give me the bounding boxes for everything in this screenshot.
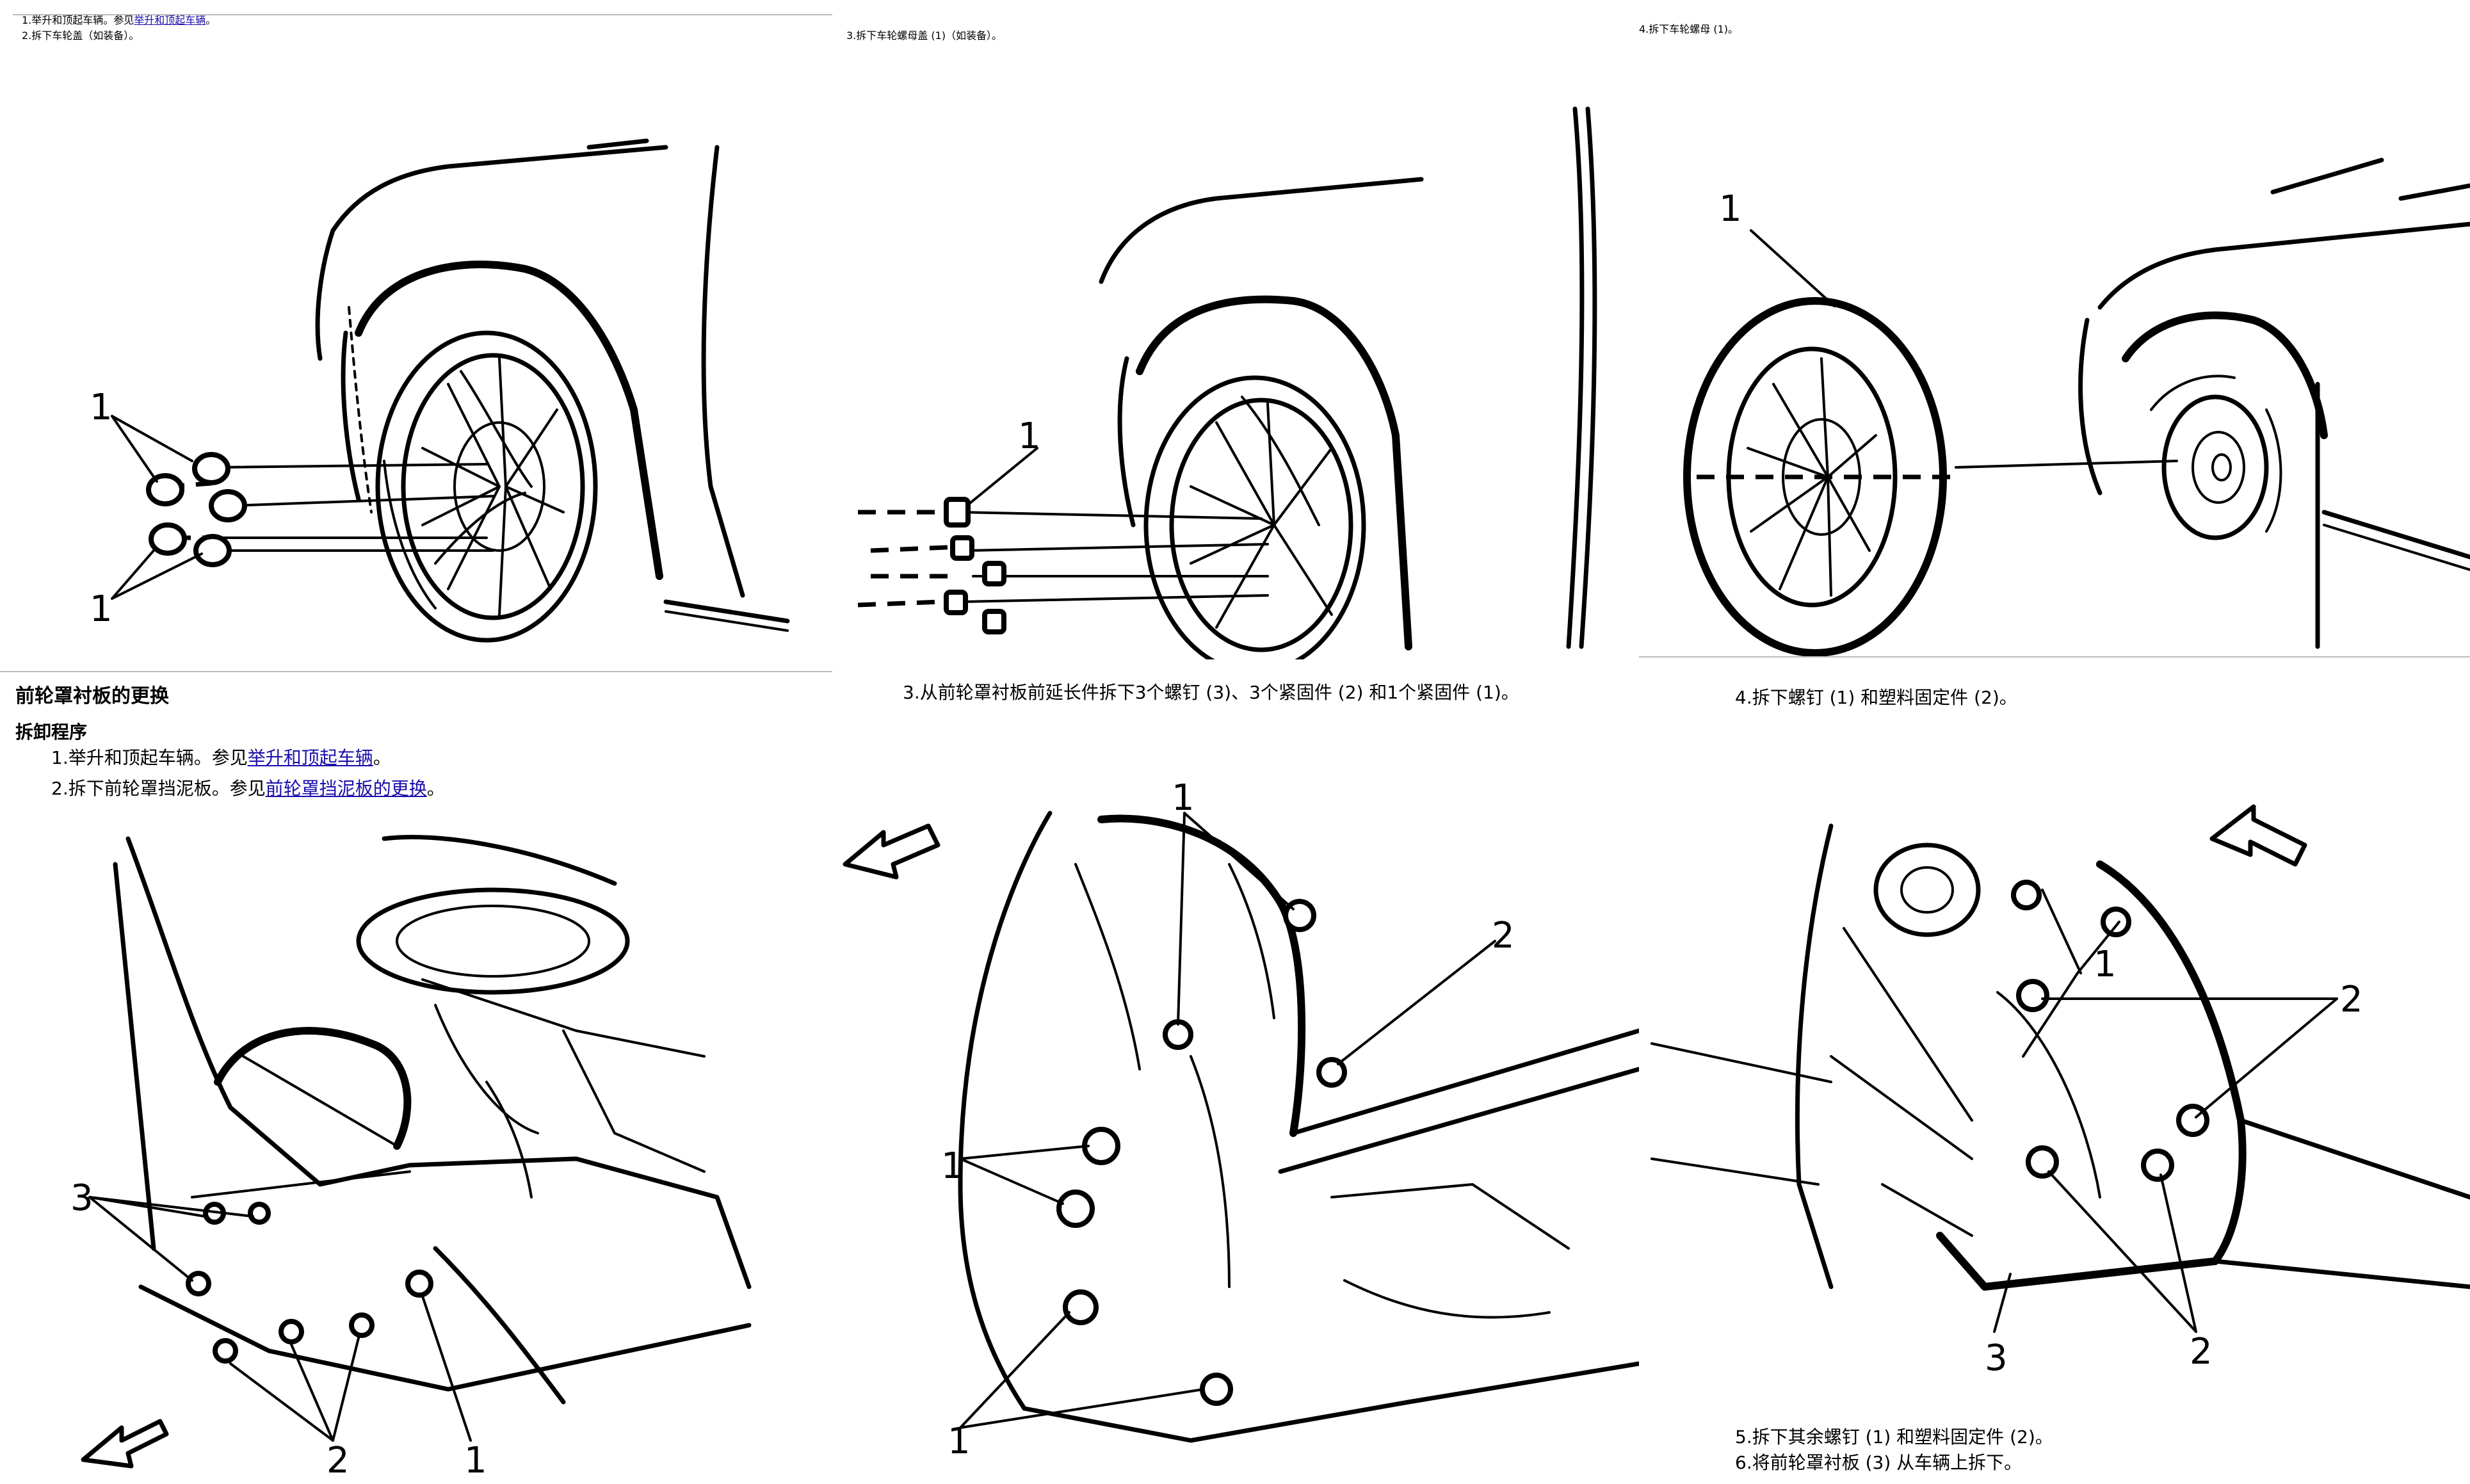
wheel-removal-illustration: 1 <box>1683 157 2470 657</box>
callout-2-upper: 2 <box>2340 979 2363 1020</box>
panel-liner-removal: 4.拆下螺钉 (1) 和塑料固定件 (2)。 1 2 3 2 5.拆下其余螺钉 … <box>1639 672 2470 1484</box>
panel-nut-cover-removal: 3.拆下车轮螺母盖 (1)（如装备）。 1 <box>832 0 1639 659</box>
callout-1-middle: 1 <box>941 1145 964 1187</box>
liner-removal-illustration: 1 2 3 2 <box>1651 804 2470 1379</box>
note-step2: 2.拆下车轮盖（如装备）。 <box>22 29 140 42</box>
forward-arrow-icon <box>843 823 940 880</box>
liner-underside-illustration: 3 2 1 <box>70 835 752 1481</box>
callout-2: 2 <box>1492 915 1515 956</box>
panel-wheel-nut-removal: 4.拆下车轮螺母 (1)。 1 <box>1639 0 2470 659</box>
screw-icon <box>186 1202 433 1364</box>
fender-liner-link[interactable]: 前轮罩挡泥板的更换 <box>265 778 427 799</box>
callout-3: 3 <box>70 1177 93 1219</box>
lift-vehicle-link[interactable]: 举升和顶起车辆 <box>247 747 373 768</box>
callout-2-lower: 2 <box>2190 1331 2213 1373</box>
callout-1: 1 <box>1719 188 1742 230</box>
callout-1: 1 <box>464 1440 487 1481</box>
section-title: 拆卸程序 <box>15 722 88 743</box>
callout-1-top: 1 <box>1172 777 1195 819</box>
lift-vehicle-link[interactable]: 举升和顶起车辆 <box>134 14 206 26</box>
caption-step3: 3.从前轮罩衬板前延长件拆下3个螺钉 (3)、3个紧固件 (2) 和1个紧固件 … <box>903 682 1519 703</box>
front-extension-illustration: 1 2 1 1 <box>843 777 1639 1462</box>
callout-1-lower: 1 <box>90 588 113 630</box>
wheel-cover-illustration: 1 1 <box>90 138 790 643</box>
callout-1: 1 <box>2094 944 2117 985</box>
nut-cover-illustration: 1 <box>857 106 1597 659</box>
caption-step5: 5.拆下其余螺钉 (1) 和塑料固定件 (2)。 <box>1735 1426 2053 1448</box>
note-step3: 3.拆下车轮螺母盖 (1)（如装备）。 <box>846 29 1003 42</box>
fastener-icon <box>2011 880 2209 1182</box>
callout-1-upper: 1 <box>90 387 113 428</box>
forward-arrow-icon <box>81 1419 169 1469</box>
divider <box>1639 656 2470 657</box>
callout-3: 3 <box>1985 1337 2008 1379</box>
forward-arrow-icon <box>2209 804 2307 867</box>
caption-step6: 6.将前轮罩衬板 (3) 从车辆上拆下。 <box>1735 1452 2022 1473</box>
caption-step4: 4.拆下螺钉 (1) 和塑料固定件 (2)。 <box>1735 687 2017 708</box>
callout-2: 2 <box>327 1440 350 1481</box>
callout-1-bottom: 1 <box>948 1421 971 1462</box>
note-step4: 4.拆下车轮螺母 (1)。 <box>1639 23 1739 35</box>
procedure-step1: 1.举升和顶起车辆。参见举升和顶起车辆。 <box>51 747 391 768</box>
page-title: 前轮罩衬板的更换 <box>15 685 169 707</box>
panel-wheel-cover-removal: 1.举升和顶起车辆。参见举升和顶起车辆。 2.拆下车轮盖（如装备）。 <box>0 0 832 659</box>
panel-liner-procedure-intro: 前轮罩衬板的更换 拆卸程序 1.举升和顶起车辆。参见举升和顶起车辆。 2.拆下前… <box>0 672 832 1484</box>
panel-front-extension-fasteners: 3.从前轮罩衬板前延长件拆下3个螺钉 (3)、3个紧固件 (2) 和1个紧固件 … <box>832 672 1639 1484</box>
divider <box>0 671 832 672</box>
callout-1: 1 <box>1018 415 1041 457</box>
nut-cap-icon <box>944 497 1006 634</box>
wheel-nut-cover-icon <box>146 452 247 567</box>
divider <box>13 14 832 15</box>
procedure-step2: 2.拆下前轮罩挡泥板。参见前轮罩挡泥板的更换。 <box>51 778 445 799</box>
note-step1: 1.举升和顶起车辆。参见举升和顶起车辆。 <box>22 14 216 26</box>
